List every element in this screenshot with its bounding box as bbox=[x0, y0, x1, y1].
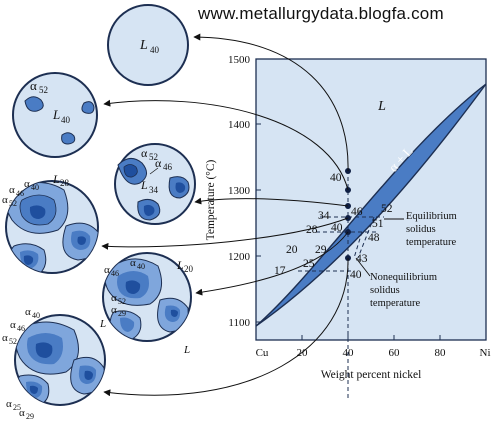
y-tick-label: 1200 bbox=[228, 251, 251, 263]
svg-text:40: 40 bbox=[137, 262, 145, 271]
svg-text:solidus: solidus bbox=[370, 285, 400, 296]
y-tick-label: 1100 bbox=[228, 317, 250, 329]
composition-label: 25 bbox=[303, 258, 315, 270]
svg-text:α: α bbox=[9, 184, 15, 196]
x-tick-label: 80 bbox=[435, 347, 447, 359]
svg-text:46: 46 bbox=[163, 162, 173, 172]
svg-text:52: 52 bbox=[149, 152, 158, 162]
svg-text:52: 52 bbox=[9, 199, 17, 208]
composition-label: 51 bbox=[372, 218, 384, 230]
svg-text:L: L bbox=[176, 258, 184, 272]
microstructure-near-solidified: α 46 α 40 L 20 α 52 α 29 L L bbox=[99, 252, 194, 356]
microstructure-solid-cored: α 40 α 46 α 52 α 25 α 29 bbox=[2, 306, 106, 421]
svg-text:α: α bbox=[6, 398, 12, 410]
svg-text:40: 40 bbox=[61, 115, 71, 125]
svg-text:40: 40 bbox=[150, 45, 160, 55]
svg-text:α: α bbox=[2, 332, 8, 344]
svg-text:α: α bbox=[30, 78, 37, 93]
phase-diagram: 1500 1400 1300 1200 1100 Cu 20 40 60 80 … bbox=[205, 54, 491, 400]
svg-text:α: α bbox=[24, 178, 30, 190]
svg-text:52: 52 bbox=[39, 85, 48, 95]
svg-text:29: 29 bbox=[26, 412, 34, 421]
microstructure-alpha-nuclei: α 52 L 40 bbox=[12, 72, 98, 158]
microstructure-liquid-40: L 40 bbox=[107, 4, 189, 86]
composition-label: 34 bbox=[318, 210, 330, 222]
svg-text:Equilibrium: Equilibrium bbox=[406, 211, 457, 222]
svg-text:52: 52 bbox=[118, 297, 126, 306]
composition-label: 40 bbox=[331, 222, 343, 234]
y-tick-label: 1400 bbox=[228, 119, 251, 131]
connector-arrows bbox=[101, 33, 349, 397]
svg-text:temperature: temperature bbox=[370, 298, 420, 309]
svg-text:α: α bbox=[104, 264, 110, 276]
svg-text:52: 52 bbox=[9, 337, 17, 346]
svg-text:α: α bbox=[111, 292, 117, 304]
composition-label: 48 bbox=[368, 232, 380, 244]
svg-text:46: 46 bbox=[111, 269, 119, 278]
composition-label: 52 bbox=[381, 203, 393, 215]
svg-text:α: α bbox=[25, 306, 31, 318]
x-tick-label: Cu bbox=[256, 347, 269, 359]
svg-text:α: α bbox=[130, 257, 136, 269]
svg-text:α: α bbox=[155, 156, 162, 170]
svg-text:Nonequilibrium: Nonequilibrium bbox=[370, 272, 437, 283]
svg-text:29: 29 bbox=[118, 309, 126, 318]
composition-label: 40 bbox=[330, 172, 342, 184]
svg-text:solidus: solidus bbox=[406, 224, 436, 235]
equilibrium-annotation: Equilibrium solidus temperature bbox=[384, 211, 457, 248]
x-tick-label: Ni bbox=[480, 347, 491, 359]
svg-text:L: L bbox=[139, 38, 148, 53]
svg-text:L: L bbox=[52, 107, 60, 122]
svg-text:40: 40 bbox=[32, 311, 40, 320]
svg-text:α: α bbox=[2, 194, 8, 206]
nonequilibrium-annotation: Nonequilibrium solidus temperature bbox=[355, 257, 437, 309]
svg-text:L: L bbox=[52, 172, 60, 186]
microstructure-cored-grains: α 40 L 28 α 46 α 52 bbox=[2, 172, 99, 274]
x-axis-title: Weight percent nickel bbox=[321, 369, 422, 381]
composition-label: 17 bbox=[274, 265, 286, 277]
svg-text:28: 28 bbox=[60, 178, 70, 188]
microstructure-growing-alpha: α 52 α 46 L 34 bbox=[114, 143, 196, 225]
svg-text:α: α bbox=[10, 319, 16, 331]
svg-text:20: 20 bbox=[184, 264, 194, 274]
svg-text:46: 46 bbox=[16, 189, 24, 198]
svg-text:temperature: temperature bbox=[406, 237, 456, 248]
svg-text:α: α bbox=[19, 407, 25, 419]
composition-label: 43 bbox=[356, 253, 368, 265]
liquid-phase-label: L bbox=[377, 99, 386, 114]
y-tick-label: 1300 bbox=[228, 185, 251, 197]
alpha-plus-liquid-region bbox=[255, 83, 487, 327]
composition-label: 28 bbox=[306, 224, 318, 236]
composition-label: 29 bbox=[315, 244, 327, 256]
composition-label: 46 bbox=[351, 206, 363, 218]
composition-label: 20 bbox=[286, 244, 298, 256]
x-tick-label: 60 bbox=[389, 347, 401, 359]
svg-text:25: 25 bbox=[13, 403, 21, 412]
svg-text:α: α bbox=[141, 146, 148, 160]
svg-text:34: 34 bbox=[149, 185, 159, 195]
svg-text:40: 40 bbox=[31, 183, 39, 192]
site-watermark: www.metallurgydata.blogfa.com bbox=[198, 4, 444, 23]
svg-text:L: L bbox=[183, 344, 190, 356]
svg-text:L: L bbox=[140, 178, 148, 192]
svg-text:46: 46 bbox=[17, 324, 25, 333]
svg-text:L: L bbox=[99, 318, 106, 330]
svg-text:α: α bbox=[111, 304, 117, 316]
composition-label: 40 bbox=[350, 269, 362, 281]
y-tick-label: 1500 bbox=[228, 54, 251, 66]
